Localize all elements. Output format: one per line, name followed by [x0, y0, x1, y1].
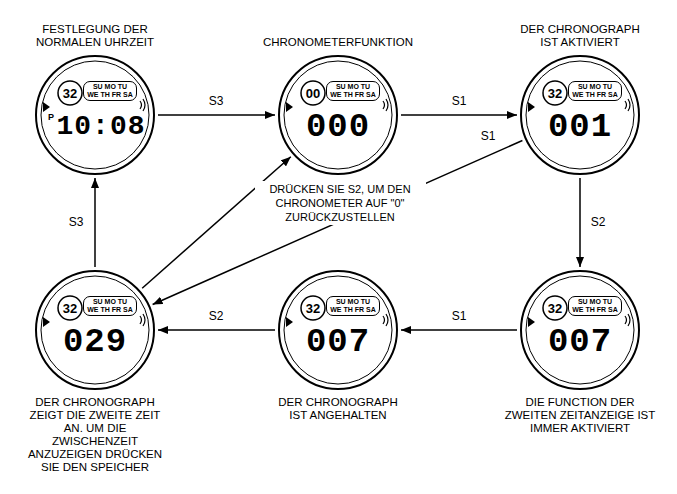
watch-bezel [279, 271, 397, 389]
sub-dial-number: 32 [63, 302, 77, 315]
watch-bezel [521, 271, 639, 389]
sub-dial-number: 32 [548, 87, 562, 100]
watch-dial [41, 276, 149, 384]
watch-face: 32SU MO TU WE TH FR SA007DER CHRONOGRAPH… [278, 270, 398, 390]
signal-mark [625, 316, 627, 324]
signal-mark [386, 314, 388, 326]
watch-dial [526, 276, 634, 384]
watch-dial [41, 61, 149, 169]
button-label: S1 [480, 130, 497, 143]
lcd-digits: 007 [306, 325, 370, 359]
state-caption: FESTLEGUNG DER NORMALEN UHRZEIT [30, 23, 160, 49]
watch-face: CHRONOMETERFUNKTION00SU MO TU WE TH FR S… [278, 55, 398, 175]
signal-mark [140, 101, 142, 109]
weekday-indicator: SU MO TU WE TH FR SA [326, 81, 380, 101]
lcd-digits: 10:08 [56, 113, 145, 141]
sub-dial-number: 32 [548, 302, 562, 315]
watch-bezel [36, 271, 154, 389]
button-label: S3 [208, 95, 225, 108]
signal-mark [143, 314, 145, 326]
watch-bezel [521, 56, 639, 174]
sub-dial-ring [301, 81, 325, 105]
signal-mark [140, 316, 142, 324]
pointer-mark [43, 317, 50, 327]
button-label: S1 [451, 95, 468, 108]
lcd-digits: 000 [306, 110, 370, 144]
weekday-indicator: SU MO TU WE TH FR SA [83, 81, 137, 101]
weekday-indicator: SU MO TU WE TH FR SA [83, 296, 137, 316]
watch-dial [526, 61, 634, 169]
sub-dial-ring [58, 81, 82, 105]
watch-face: 32SU MO TU WE TH FR SA029DER CHRONOGRAPH… [35, 270, 155, 390]
pointer-mark [43, 102, 50, 112]
state-caption: DER CHRONOGRAPH IST ANGEHALTEN [268, 396, 408, 422]
weekday-indicator: SU MO TU WE TH FR SA [326, 296, 380, 316]
state-caption: DER CHRONOGRAPH IST AKTIVIERT [515, 23, 645, 49]
pointer-mark [286, 317, 293, 327]
pointer-mark [286, 102, 293, 112]
state-caption: DER CHRONOGRAPH ZEIGT DIE ZWEITE ZEIT AN… [20, 396, 170, 474]
button-label: S3 [68, 216, 85, 229]
signal-mark [383, 316, 385, 324]
transition-arrow [158, 329, 275, 331]
state-caption: DIE FUNCTION DER ZWEITEN ZEITANZEIGE IST… [500, 396, 660, 435]
lcd-digits: 007 [548, 325, 612, 359]
pm-indicator: P [48, 113, 54, 122]
transition-arrow [94, 178, 96, 267]
signal-mark [386, 99, 388, 111]
sub-dial-ring [543, 296, 567, 320]
sub-dial-ring [301, 296, 325, 320]
watch-dial [284, 276, 392, 384]
pointer-mark [528, 102, 535, 112]
button-label: S2 [208, 310, 225, 323]
sub-dial-number: 32 [63, 87, 77, 100]
watch-bezel [279, 56, 397, 174]
signal-mark [628, 99, 630, 111]
signal-mark [628, 314, 630, 326]
reset-instruction: DRÜCKEN SIE S2, UM DEN CHRONOMETER AUF "… [255, 181, 426, 225]
watch-face: FESTLEGUNG DER NORMALEN UHRZEIT32SU MO T… [35, 55, 155, 175]
transition-arrow [579, 178, 581, 267]
button-label: S1 [451, 310, 468, 323]
watch-face: DER CHRONOGRAPH IST AKTIVIERT32SU MO TU … [520, 55, 640, 175]
button-label: S2 [590, 216, 607, 229]
sub-dial-ring [58, 296, 82, 320]
signal-mark [625, 101, 627, 109]
weekday-indicator: SU MO TU WE TH FR SA [568, 81, 622, 101]
transition-arrow [158, 114, 275, 116]
lcd-digits: 029 [63, 325, 127, 359]
signal-mark [143, 99, 145, 111]
pointer-mark [528, 317, 535, 327]
signal-mark [383, 101, 385, 109]
transition-arrow [401, 329, 517, 331]
watch-dial [284, 61, 392, 169]
sub-dial-ring [543, 81, 567, 105]
sub-dial-number: 00 [306, 87, 320, 100]
weekday-indicator: SU MO TU WE TH FR SA [568, 296, 622, 316]
watch-face: 32SU MO TU WE TH FR SA007DIE FUNCTION DE… [520, 270, 640, 390]
watch-bezel [36, 56, 154, 174]
transition-arrow [401, 114, 517, 116]
lcd-digits: 001 [548, 110, 612, 144]
state-caption: CHRONOMETERFUNKTION [251, 36, 426, 49]
sub-dial-number: 32 [306, 302, 320, 315]
